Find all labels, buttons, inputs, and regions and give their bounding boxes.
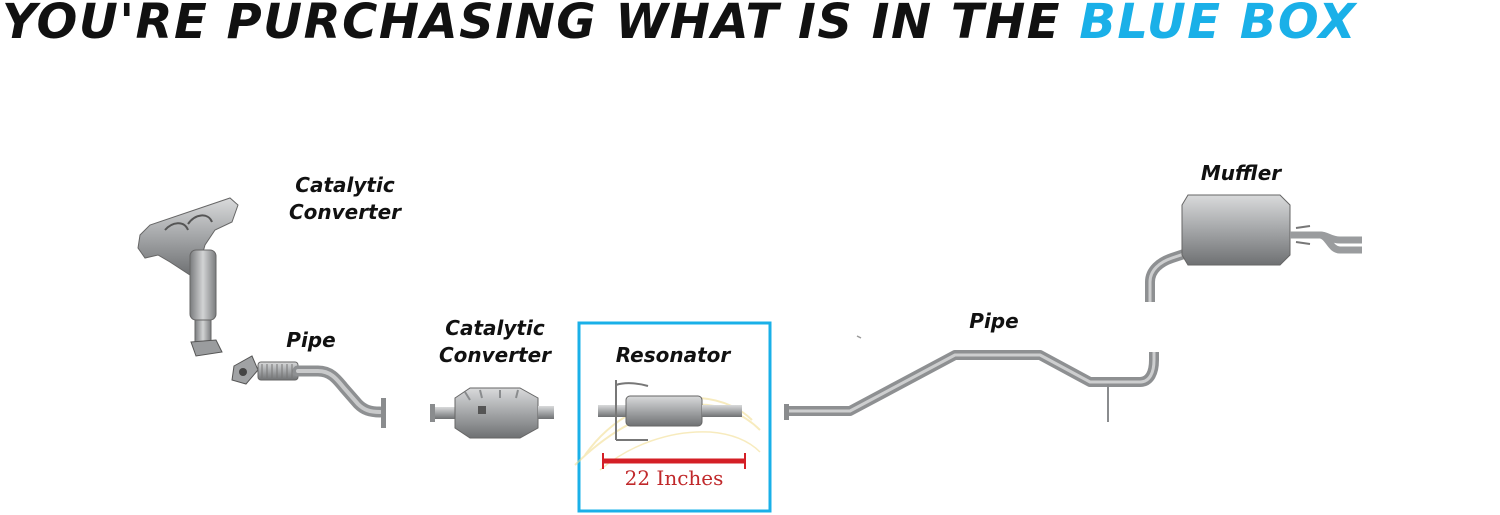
resonator-label: Resonator [615,343,731,367]
pipe-label-intermediate: Pipe [969,309,1019,333]
headline-prefix: YOU'RE PURCHASING WHAT IS IN THE [2,0,1080,50]
intermediate-pipe [784,335,1159,422]
pipe-label-front: Pipe [286,328,336,352]
catalytic-converter [430,387,554,439]
muffler-label: Muffler [1200,161,1282,185]
resonator [598,380,742,441]
muffler [1145,194,1362,302]
label-line: Converter [288,200,402,224]
label-line: Converter [438,343,552,367]
dimension-label: 22 Inches [624,466,724,490]
front-pipe [231,355,386,428]
catalytic-converter-label-top: Catalytic Converter [280,172,410,226]
headline-highlight: BLUE BOX [1079,0,1357,50]
headline: YOU'RE PURCHASING WHAT IS IN THE BLUE BO… [2,0,1498,48]
dimension-line [602,453,746,469]
blue-box-highlight [577,321,772,513]
catalytic-converter-label: Catalytic Converter [427,315,563,369]
exhaust-manifold-catalytic-converter [137,197,239,357]
label-line: Catalytic [295,173,395,197]
label-line: Catalytic [445,316,545,340]
